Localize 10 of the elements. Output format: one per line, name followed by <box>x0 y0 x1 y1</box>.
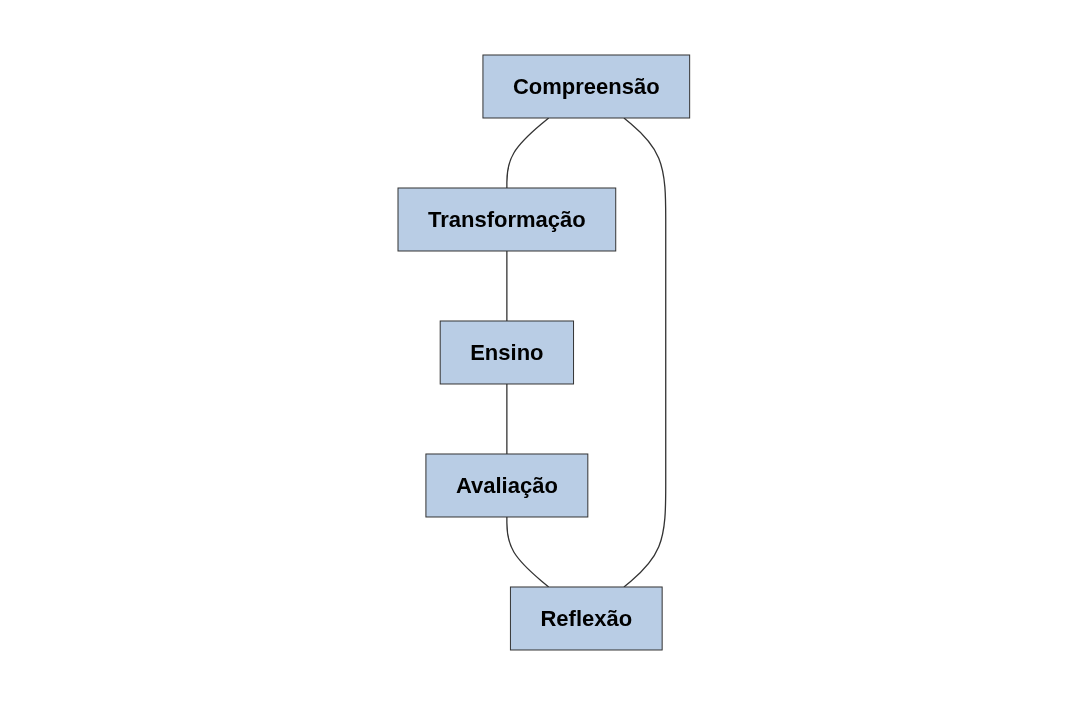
node-box: Avaliação <box>425 453 589 518</box>
connector <box>506 383 508 455</box>
connector <box>623 117 667 588</box>
node-box: Reflexão <box>510 586 663 651</box>
connector <box>506 117 550 189</box>
node-box: Ensino <box>439 320 575 385</box>
connector <box>506 516 550 588</box>
node-box: Transformação <box>397 187 617 252</box>
node-box: Compreensão <box>482 54 691 119</box>
connector <box>506 250 508 322</box>
